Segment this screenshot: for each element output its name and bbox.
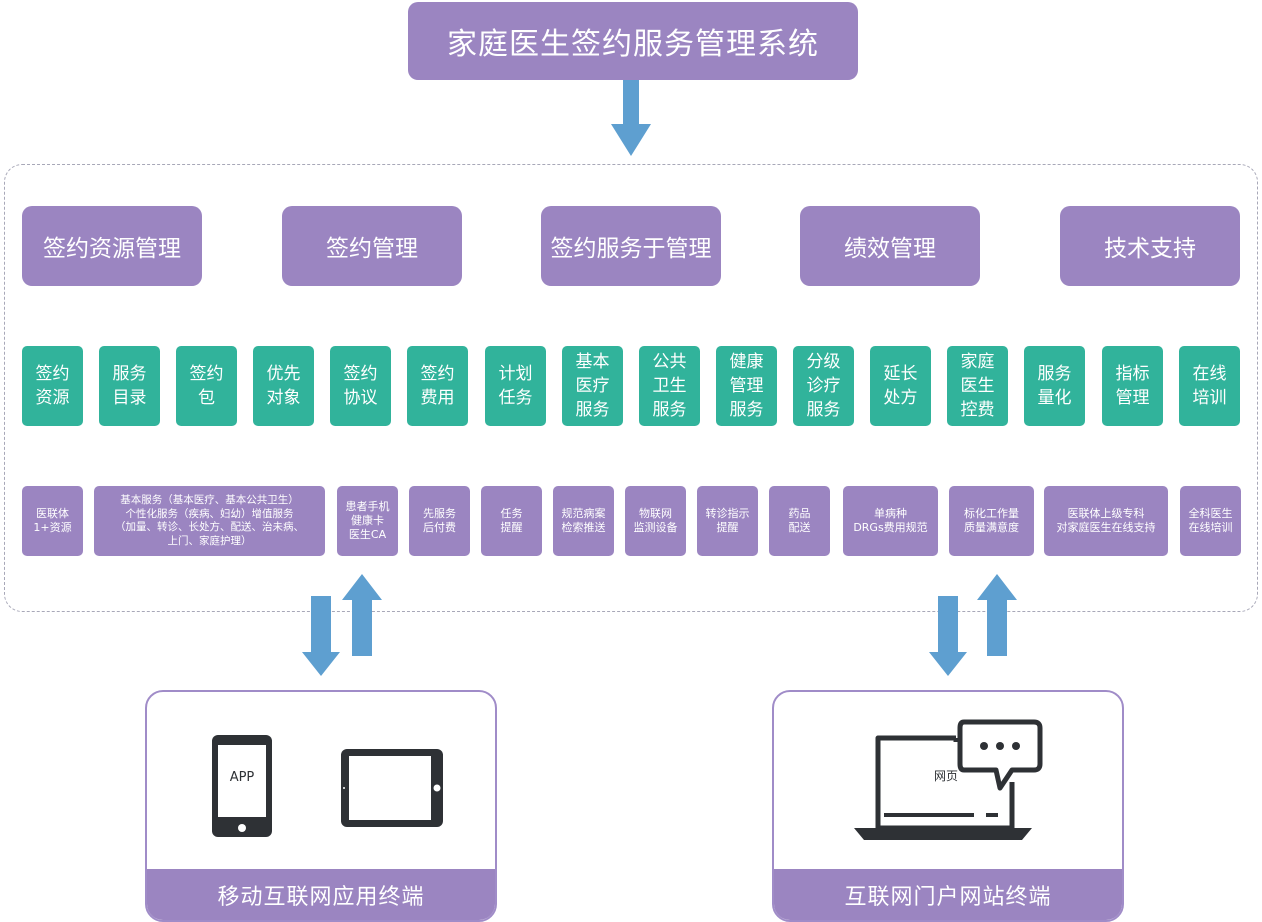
mobile-terminal: APP 移动互联网应用终端 <box>145 690 497 922</box>
detail-box: 全科医生 在线培训 <box>1180 486 1241 556</box>
function-box: 公共 卫生 服务 <box>639 346 700 426</box>
web-terminal-label: 互联网门户网站终端 <box>774 869 1122 920</box>
app-label: APP <box>230 770 255 785</box>
module-sign-resource: 签约资源管理 <box>22 206 202 286</box>
smartphone-icon: APP <box>212 735 272 837</box>
function-box: 指标 管理 <box>1102 346 1163 426</box>
mobile-terminal-label: 移动互联网应用终端 <box>147 869 495 920</box>
webpage-label: 网页 <box>934 769 958 783</box>
detail-box: 药品 配送 <box>769 486 830 556</box>
function-box: 优先 对象 <box>253 346 314 426</box>
function-box: 签约 协议 <box>330 346 391 426</box>
detail-box: 规范病案 检索推送 <box>553 486 614 556</box>
detail-box: 单病种 DRGs费用规范 <box>843 486 938 556</box>
function-box: 分级 诊疗 服务 <box>793 346 854 426</box>
detail-box: 物联网 监测设备 <box>625 486 686 556</box>
function-box: 在线 培训 <box>1179 346 1240 426</box>
function-box: 延长 处方 <box>870 346 931 426</box>
detail-box: 标化工作量 质量满意度 <box>949 486 1034 556</box>
detail-box: 医联体 1+资源 <box>22 486 83 556</box>
chat-bubble-icon <box>957 719 1043 791</box>
module-sign-service: 签约服务于管理 <box>541 206 721 286</box>
arrows-mobile <box>302 574 382 676</box>
function-box: 健康 管理 服务 <box>716 346 777 426</box>
laptop-icon: 网页 <box>854 735 1032 840</box>
module-performance: 绩效管理 <box>800 206 980 286</box>
module-sign-management: 签约管理 <box>282 206 462 286</box>
detail-box: 基本服务（基本医疗、基本公共卫生） 个性化服务（疾病、妇幼）增值服务 （加量、转… <box>94 486 325 556</box>
function-box: 服务 量化 <box>1024 346 1085 426</box>
function-box: 签约 包 <box>176 346 237 426</box>
detail-box: 任务 提醒 <box>481 486 542 556</box>
system-title: 家庭医生签约服务管理系统 <box>408 2 858 80</box>
detail-box: 医联体上级专科 对家庭医生在线支持 <box>1044 486 1168 556</box>
detail-box: 患者手机 健康卡 医生CA <box>337 486 398 556</box>
function-box: 签约 资源 <box>22 346 83 426</box>
function-box: 计划 任务 <box>485 346 546 426</box>
arrow-down-title <box>611 80 651 156</box>
detail-box: 先服务 后付费 <box>409 486 470 556</box>
web-terminal: 网页 互联网门户网站终端 <box>772 690 1124 922</box>
detail-box: 转诊指示 提醒 <box>697 486 758 556</box>
function-box: 签约 费用 <box>407 346 468 426</box>
function-box: 服务 目录 <box>99 346 160 426</box>
system-frame <box>4 164 1258 612</box>
function-box: 基本 医疗 服务 <box>562 346 623 426</box>
module-tech-support: 技术支持 <box>1060 206 1240 286</box>
function-box: 家庭 医生 控费 <box>947 346 1008 426</box>
tablet-icon <box>341 749 443 827</box>
arrows-web <box>929 574 1017 676</box>
